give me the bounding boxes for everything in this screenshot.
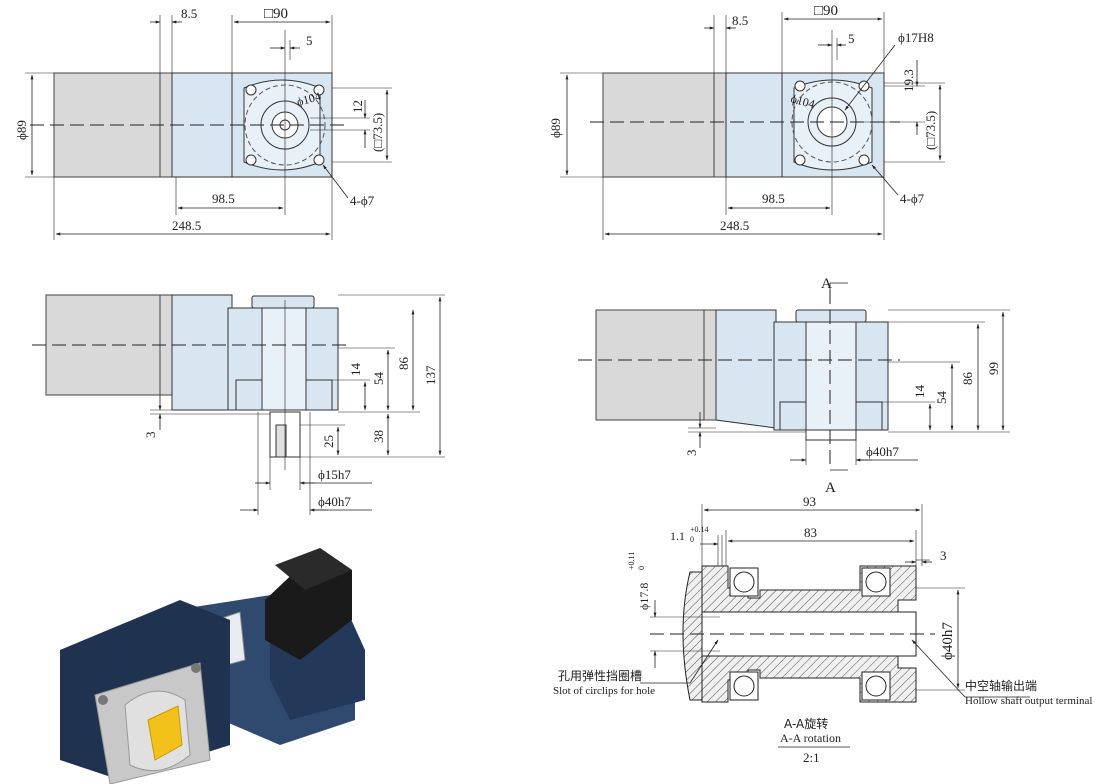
dim-phi-15h7: ϕ15h7	[318, 467, 351, 482]
geared-motor-photo	[60, 548, 365, 784]
dim-square-73-5: (□73.5)	[923, 111, 938, 150]
label-output-en: Hollow shaft output terminal	[965, 695, 1092, 707]
dim-93: 93	[803, 494, 816, 509]
dim-phi-40h7: ϕ40h7	[318, 494, 351, 509]
tol-1-1-lower: 0	[690, 535, 694, 544]
motor-body	[602, 72, 720, 178]
tol-17-8-upper: +0.11	[627, 552, 636, 570]
dim-phi-89: ϕ89	[548, 118, 563, 138]
dim-38: 38	[371, 430, 386, 443]
scale: 2:1	[803, 750, 820, 765]
dim-square-90: □90	[814, 3, 838, 19]
dim-14: 14	[348, 363, 363, 377]
caption-en: A-A rotation	[780, 731, 841, 745]
dim-phi-40h7: ϕ40h7	[940, 622, 956, 660]
photo-shaft	[147, 705, 183, 761]
top-left-view: 8.5 □90 5 ϕ104 12 (□73.5) ϕ89 98.5 4-ϕ7 …	[14, 6, 392, 240]
dim-19-3: 19.3	[901, 69, 916, 92]
dim-54: 54	[934, 391, 949, 405]
dim-54: 54	[371, 372, 386, 386]
label-circlip-cn: 孔用弹性挡圈槽	[558, 669, 642, 683]
dim-4-phi-7: 4-ϕ7	[350, 193, 375, 208]
gear-housing	[171, 294, 233, 411]
dim-98-5: 98.5	[762, 191, 785, 206]
dim-248-5: 248.5	[172, 218, 201, 233]
dim-phi-89: ϕ89	[14, 120, 29, 140]
dim-5: 5	[306, 33, 313, 48]
dim-99: 99	[986, 362, 1001, 375]
dim-137: 137	[423, 365, 438, 385]
mid-left-view: 14 54 86 137 38 25 3 ϕ15h7 ϕ40h7	[32, 294, 445, 515]
motor-flange	[713, 72, 727, 178]
dim-17-8: ϕ17.8	[637, 583, 651, 610]
dim-98-5: 98.5	[212, 191, 235, 206]
section-view: 93 83 1.1 +0.14 0 ϕ17.8 +0.11 0 3 ϕ40h7 …	[553, 494, 1092, 765]
dim-12: 12	[350, 100, 365, 113]
dim-86: 86	[396, 357, 411, 371]
mid-right-view: A A 14 54 86 99 3 ϕ40h7	[578, 276, 1010, 496]
dim-phi-104: ϕ104	[789, 91, 816, 111]
dim-8-5: 8.5	[181, 6, 197, 21]
dim-phi-17h8: ϕ17H8	[898, 30, 934, 45]
dim-square-90: □90	[264, 6, 288, 22]
dim-83: 83	[804, 525, 817, 540]
label-circlip-en: Slot of circlips for hole	[553, 685, 655, 697]
tol-17-8-lower: 0	[637, 566, 646, 570]
dim-86: 86	[960, 372, 975, 386]
dim-25: 25	[321, 435, 336, 448]
caption-cn: A-A旋转	[784, 716, 828, 731]
dim-square-73-5: (□73.5)	[370, 113, 385, 152]
tol-1-1-upper: +0.14	[690, 525, 709, 534]
label-output-cn: 中空轴输出端	[965, 678, 1037, 693]
dim-3: 3	[143, 432, 158, 439]
dim-phi-104: ϕ104	[295, 89, 322, 109]
mount-hole	[245, 84, 325, 166]
dim-248-5: 248.5	[720, 218, 749, 233]
section-mark-top: A	[821, 276, 832, 292]
section-mark-bottom: A	[825, 480, 836, 496]
motor-body	[595, 309, 709, 421]
gear-housing	[715, 309, 777, 429]
dim-phi-40h7: ϕ40h7	[866, 444, 899, 459]
dim-3: 3	[684, 450, 699, 457]
dim-14: 14	[912, 385, 927, 399]
dim-8-5: 8.5	[732, 13, 748, 28]
dim-1-1: 1.1	[670, 529, 685, 543]
dim-5: 5	[848, 31, 855, 46]
cover-section	[682, 571, 703, 701]
top-right-view: 8.5 □90 5 ϕ17H8 19.3 ϕ104 (□73.5) ϕ89 98…	[548, 3, 945, 240]
dim-4-phi-7: 4-ϕ7	[900, 191, 925, 206]
dim-3: 3	[940, 548, 947, 563]
